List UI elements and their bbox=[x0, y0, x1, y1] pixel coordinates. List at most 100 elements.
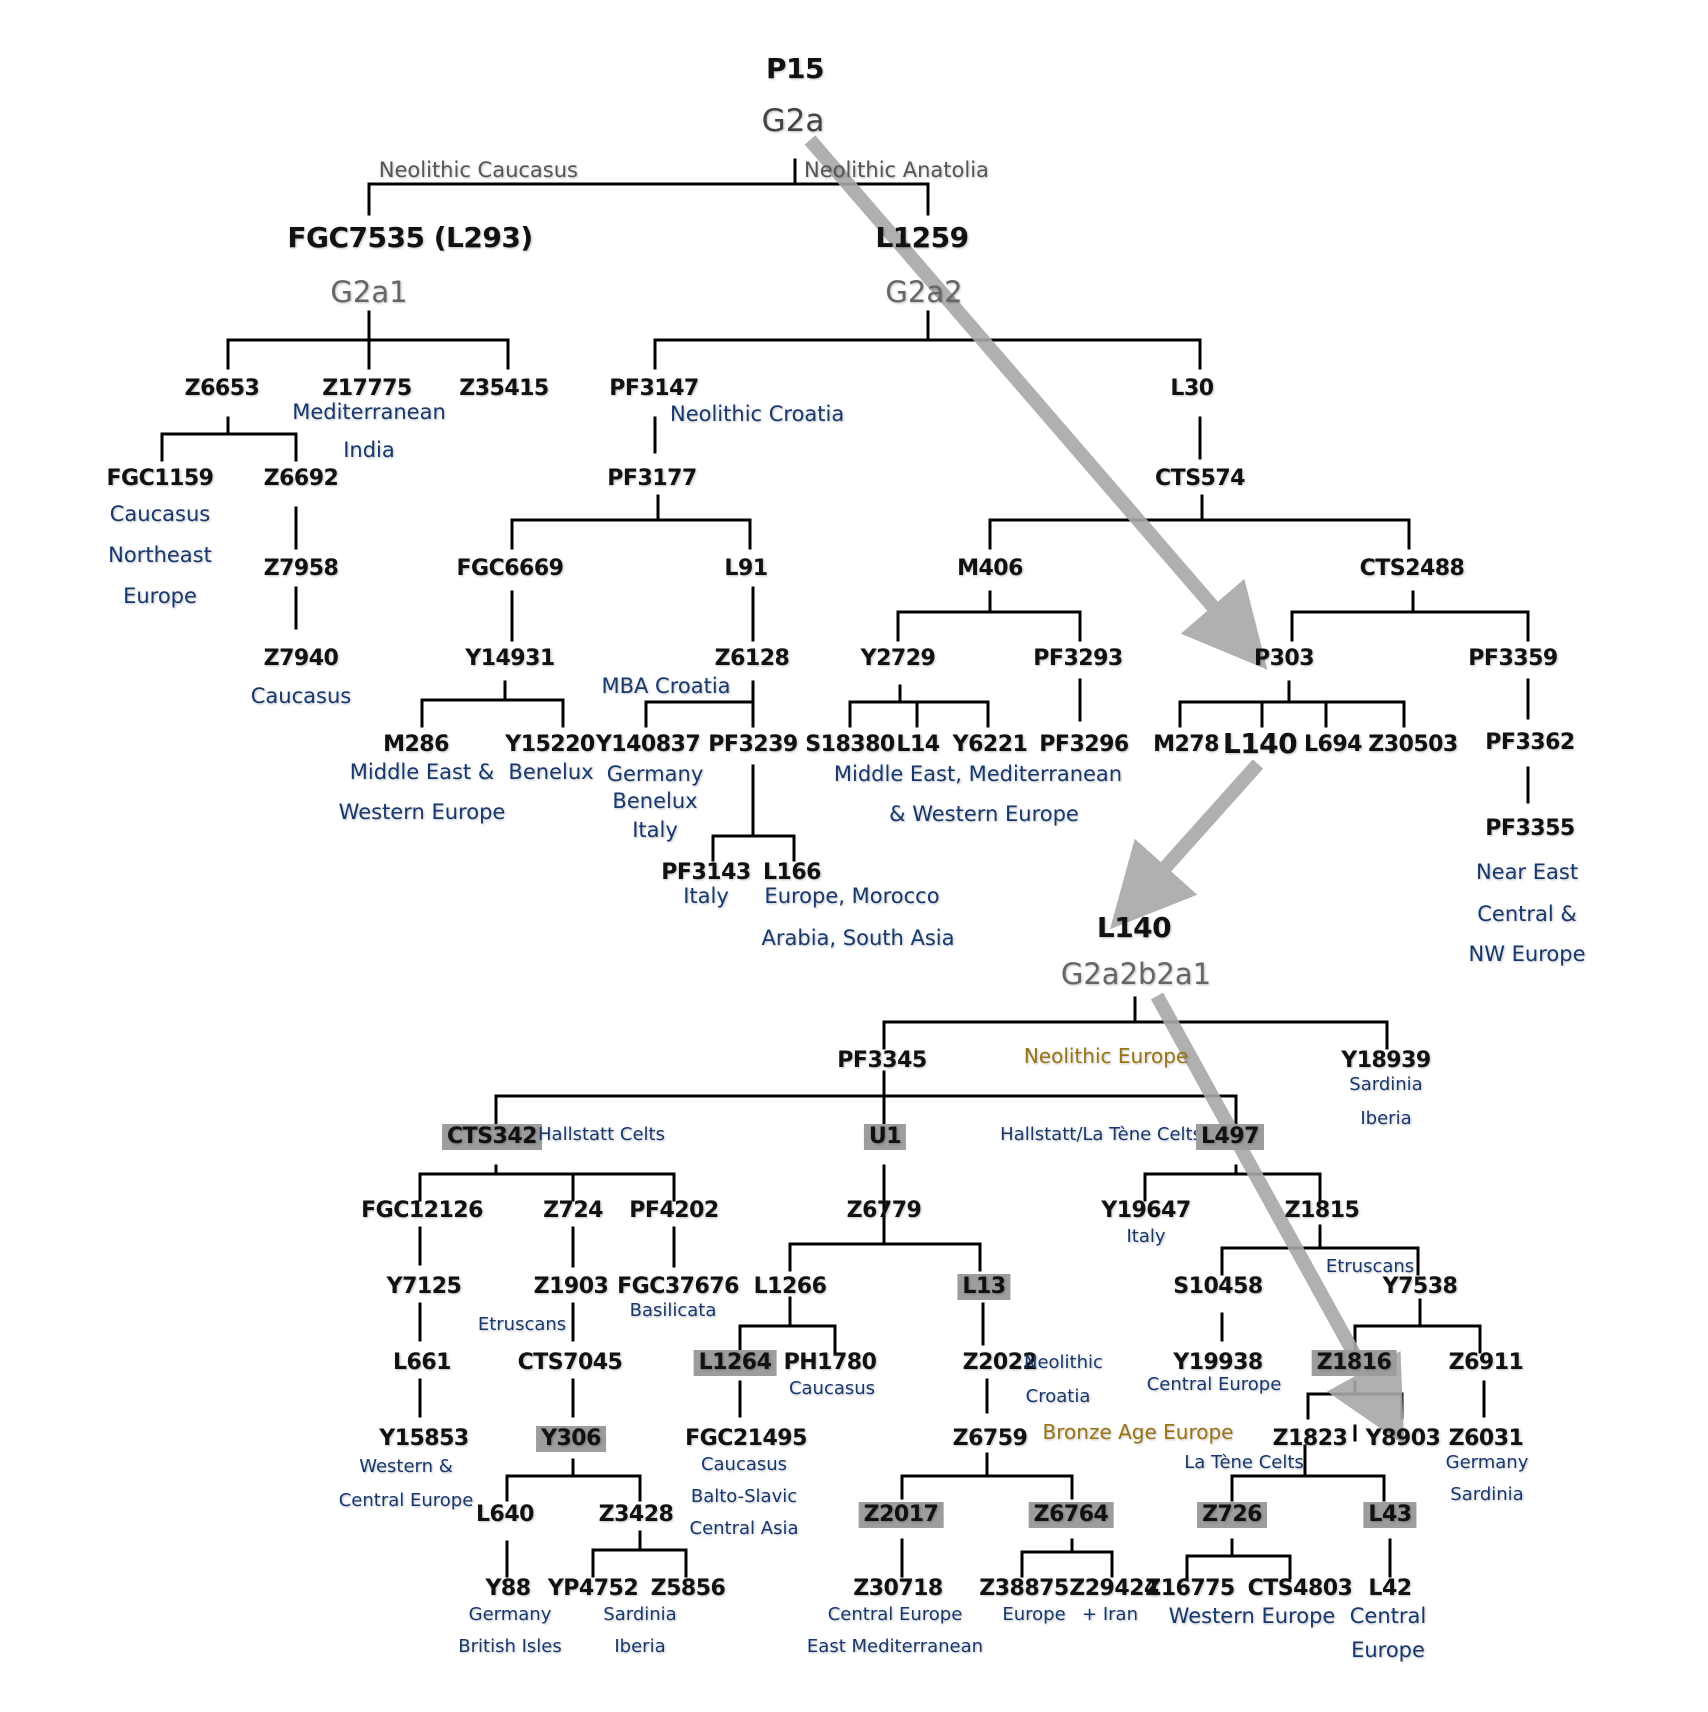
region-central-europe: Central Europe bbox=[338, 1490, 474, 1511]
node-l30: L30 bbox=[1170, 376, 1214, 401]
node-z2022: Z2022 bbox=[962, 1350, 1038, 1375]
node-y8903: Y8903 bbox=[1365, 1426, 1441, 1451]
haplogroup-g2a2b2a1: G2a2b2a1 bbox=[1060, 957, 1212, 991]
node-l43: L43 bbox=[1363, 1502, 1417, 1528]
region-italy-2: Italy bbox=[683, 884, 729, 908]
region-italy-3: Italy bbox=[1126, 1226, 1166, 1247]
region-europe-3: Europe bbox=[1351, 1638, 1425, 1662]
region-central-2: Central bbox=[1349, 1604, 1427, 1628]
node-l14: L14 bbox=[896, 732, 940, 757]
node-z6128: Z6128 bbox=[714, 646, 790, 671]
node-fgc6669: FGC6669 bbox=[456, 556, 564, 581]
node-z724: Z724 bbox=[543, 1198, 603, 1223]
region-benelux: Benelux bbox=[508, 760, 594, 784]
region-europe: Europe bbox=[123, 584, 197, 608]
region-central: Central & bbox=[1477, 902, 1577, 926]
region-caucasus: Caucasus bbox=[109, 502, 211, 526]
node-l42: L42 bbox=[1368, 1576, 1412, 1601]
node-l140: L140 bbox=[1096, 911, 1172, 944]
node-p15: P15 bbox=[766, 52, 825, 85]
node-l1266: L1266 bbox=[753, 1274, 827, 1299]
node-pf3143: PF3143 bbox=[661, 860, 751, 885]
node-u1: U1 bbox=[863, 1124, 907, 1150]
node-cts7045: CTS7045 bbox=[517, 1350, 623, 1375]
era-neolithic-2: Neolithic bbox=[1024, 1352, 1103, 1373]
region-northeast: Northeast bbox=[108, 543, 212, 567]
node-pf4202: PF4202 bbox=[629, 1198, 719, 1223]
node-y18939: Y18939 bbox=[1341, 1048, 1431, 1073]
node-z6779: Z6779 bbox=[846, 1198, 922, 1223]
region-india: India bbox=[343, 438, 395, 462]
region-iran: + Iran bbox=[1082, 1604, 1138, 1625]
region-western-europe-2: & Western Europe bbox=[889, 802, 1079, 826]
node-y15220: Y15220 bbox=[505, 732, 595, 757]
node-z1815: Z1815 bbox=[1284, 1198, 1360, 1223]
region-near-east: Near East bbox=[1475, 860, 1579, 884]
node-z6653: Z6653 bbox=[184, 376, 260, 401]
node-s10458: S10458 bbox=[1173, 1274, 1263, 1299]
region-arabia-south-asia: Arabia, South Asia bbox=[761, 926, 955, 950]
node-z6031: Z6031 bbox=[1448, 1426, 1524, 1451]
node-fgc21495: FGC21495 bbox=[685, 1426, 807, 1451]
region-middle-east: Middle East & bbox=[349, 760, 495, 784]
node-pf3147: PF3147 bbox=[609, 376, 699, 401]
node-z3428: Z3428 bbox=[598, 1502, 674, 1527]
node-z30718: Z30718 bbox=[853, 1576, 943, 1601]
node-z6692: Z6692 bbox=[263, 466, 339, 491]
node-p303: P303 bbox=[1253, 646, 1315, 671]
node-yp4752: YP4752 bbox=[547, 1576, 639, 1601]
region-italy: Italy bbox=[632, 818, 678, 842]
node-pf3345: PF3345 bbox=[837, 1048, 927, 1073]
region-nw-europe: NW Europe bbox=[1468, 942, 1586, 966]
connector-lines bbox=[160, 158, 1530, 1580]
region-mediterranean: Mediterranean bbox=[292, 400, 446, 424]
node-y19647: Y19647 bbox=[1101, 1198, 1191, 1223]
node-m406: M406 bbox=[957, 556, 1023, 581]
node-l694: L694 bbox=[1304, 732, 1362, 757]
node-z2017: Z2017 bbox=[858, 1502, 944, 1528]
node-m286: M286 bbox=[383, 732, 449, 757]
node-l497: L497 bbox=[1196, 1124, 1264, 1150]
region-benelux-2: Benelux bbox=[612, 789, 698, 813]
era-etruscans-2: Etruscans bbox=[1325, 1256, 1415, 1277]
node-pf3239: PF3239 bbox=[708, 732, 798, 757]
node-y19938: Y19938 bbox=[1173, 1350, 1263, 1375]
era-neolithic-anatolia: Neolithic Anatolia bbox=[804, 158, 989, 182]
node-y306: Y306 bbox=[536, 1426, 606, 1452]
node-z30503: Z30503 bbox=[1368, 732, 1458, 757]
node-fgc7535: FGC7535 (L293) bbox=[287, 221, 533, 254]
node-z35415: Z35415 bbox=[459, 376, 549, 401]
region-western: Western & bbox=[359, 1456, 453, 1477]
region-caucasus-4: Caucasus bbox=[700, 1454, 788, 1475]
haplogroup-g2a1: G2a1 bbox=[330, 275, 408, 309]
node-y140837: Y140837 bbox=[595, 732, 701, 757]
era-neolithic-europe: Neolithic Europe bbox=[1023, 1044, 1189, 1068]
node-pf3362: PF3362 bbox=[1485, 730, 1575, 755]
region-europe-morocco: Europe, Morocco bbox=[764, 884, 940, 908]
era-etruscans: Etruscans bbox=[477, 1314, 567, 1335]
region-caucasus-2: Caucasus bbox=[250, 684, 352, 708]
node-y6221: Y6221 bbox=[952, 732, 1028, 757]
node-cts574: CTS574 bbox=[1155, 466, 1245, 491]
region-europe-2: Europe bbox=[1002, 1604, 1066, 1625]
node-ph1780: PH1780 bbox=[783, 1350, 877, 1375]
node-l140-small: L140 bbox=[1222, 727, 1298, 760]
node-z7940: Z7940 bbox=[263, 646, 339, 671]
region-sardinia-2: Sardinia bbox=[603, 1604, 677, 1625]
highlight-arrows bbox=[804, 135, 1405, 1445]
node-l1264: L1264 bbox=[693, 1350, 777, 1376]
node-z1823: Z1823 bbox=[1272, 1426, 1348, 1451]
region-sardinia-3: Sardinia bbox=[1450, 1484, 1524, 1505]
node-z6759: Z6759 bbox=[952, 1426, 1028, 1451]
node-z29424: Z29424 bbox=[1069, 1576, 1159, 1601]
node-pf3296: PF3296 bbox=[1039, 732, 1129, 757]
region-germany-2: Germany bbox=[468, 1604, 552, 1625]
era-neolithic-caucasus: Neolithic Caucasus bbox=[378, 158, 578, 182]
region-germany: Germany bbox=[606, 762, 704, 786]
region-iberia: Iberia bbox=[1360, 1108, 1412, 1129]
haplogroup-g2a2: G2a2 bbox=[885, 275, 963, 309]
era-mba-croatia: MBA Croatia bbox=[601, 674, 731, 698]
node-pf3293: PF3293 bbox=[1033, 646, 1123, 671]
region-western-europe-3: Western Europe bbox=[1168, 1604, 1336, 1628]
node-l661: L661 bbox=[393, 1350, 451, 1375]
